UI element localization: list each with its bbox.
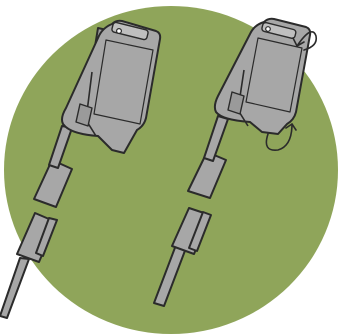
camera-module — [111, 21, 149, 41]
phone-holder-left — [61, 19, 162, 154]
camera-lens-icon — [265, 26, 271, 32]
pole-segment-middle — [188, 211, 212, 252]
camera-lens-icon — [115, 28, 122, 35]
rotate-arrow-top-icon — [292, 30, 318, 51]
selfie-stick-right — [153, 115, 229, 307]
phone-holder-right — [213, 17, 312, 135]
rotate-arrow-bottom-icon — [265, 123, 297, 151]
clamp-hinge — [75, 103, 93, 127]
pole-segment-middle — [35, 217, 58, 257]
clamp-hinge — [227, 91, 245, 115]
pole-joint-upper — [187, 151, 227, 199]
camera-module — [261, 21, 297, 40]
pole-segment-bottom — [0, 257, 30, 319]
pole-joint-upper — [33, 159, 73, 208]
phone-screen-edge — [93, 39, 154, 125]
phone-screen-edge — [245, 37, 303, 113]
selfie-stick-left — [0, 125, 73, 319]
